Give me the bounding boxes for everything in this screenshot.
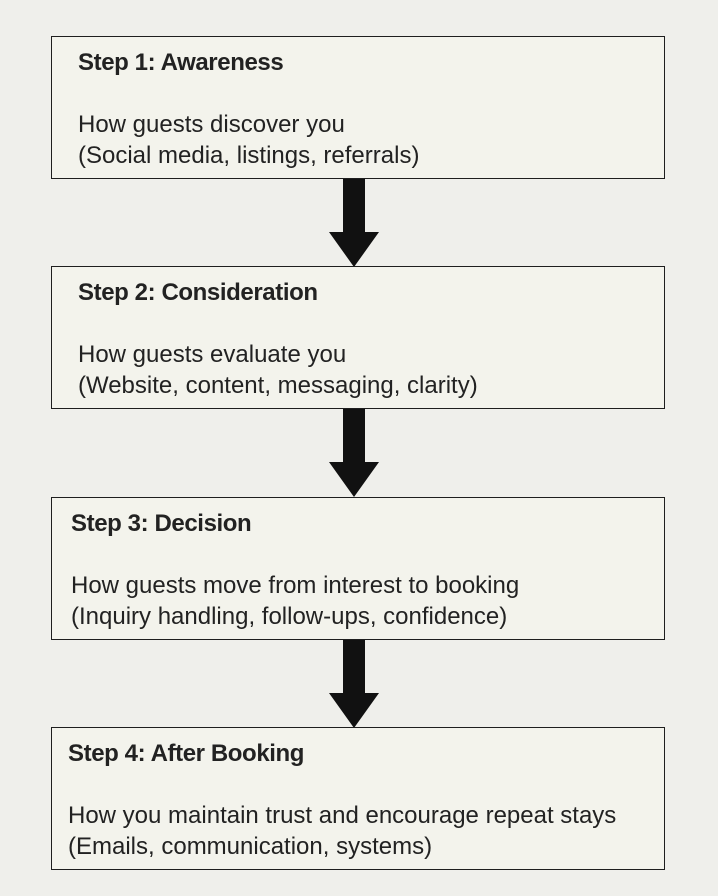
step-description: How guests discover you (Social media, l… [78,109,419,171]
step-title: Step 3: Decision [71,510,252,537]
step-detail-line: (Social media, listings, referrals) [78,142,420,169]
step-box-after-booking: Step 4: After Booking How you maintain t… [51,727,665,870]
step-title: Step 1: Awareness [78,49,284,76]
step-box-awareness: Step 1: Awareness How guests discover yo… [51,36,665,179]
step-detail-line: (Inquiry handling, follow-ups, confidenc… [71,603,508,630]
down-arrow-icon [329,409,379,497]
down-arrow-icon [329,179,379,267]
step-description: How guests move from interest to booking… [71,570,519,632]
step-description-line: How guests evaluate you [78,341,347,368]
step-detail-line: (Emails, communication, systems) [68,833,433,860]
step-detail-line: (Website, content, messaging, clarity) [78,372,478,399]
step-box-consideration: Step 2: Consideration How guests evaluat… [51,266,665,409]
step-description: How you maintain trust and encourage rep… [68,800,616,862]
step-box-decision: Step 3: Decision How guests move from in… [51,497,665,640]
step-description-line: How you maintain trust and encourage rep… [68,802,617,829]
down-arrow-icon [329,640,379,728]
step-description: How guests evaluate you (Website, conten… [78,339,478,401]
step-title: Step 4: After Booking [68,740,305,767]
step-title: Step 2: Consideration [78,279,318,306]
step-description-line: How guests move from interest to booking [71,572,520,599]
step-description-line: How guests discover you [78,111,345,138]
